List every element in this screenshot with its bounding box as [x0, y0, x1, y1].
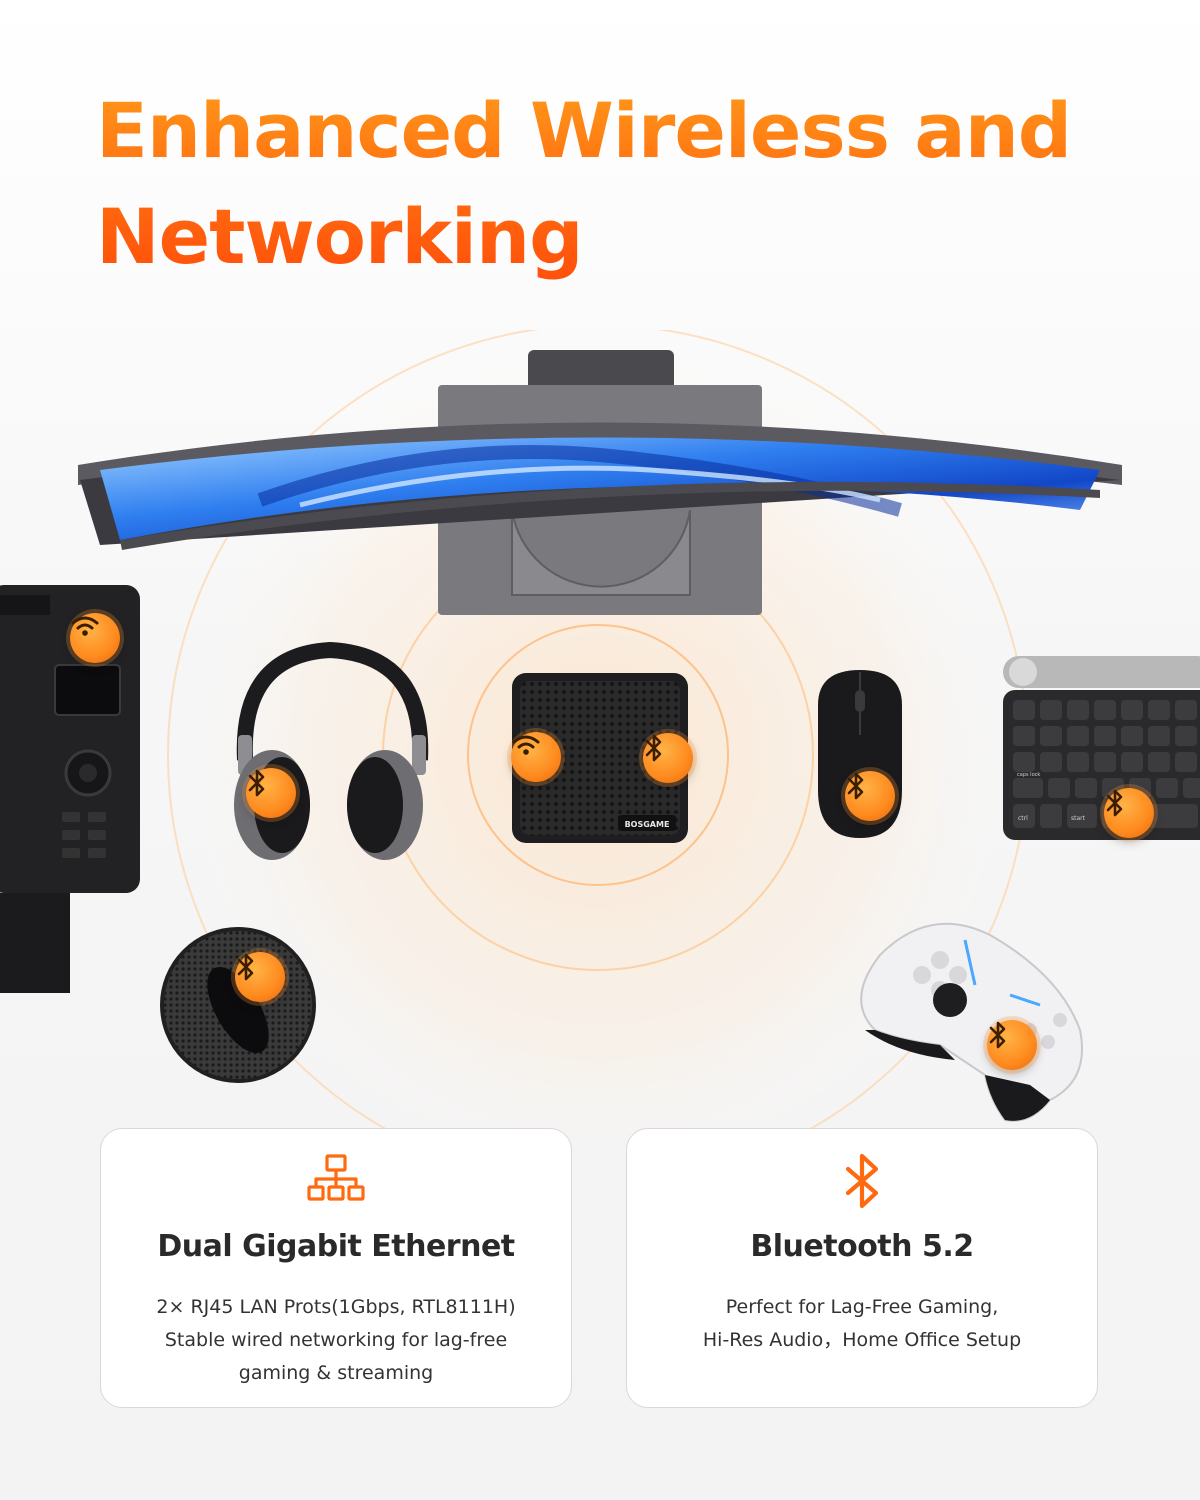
- game-controller: [860, 922, 1083, 1122]
- key-start: start: [1071, 815, 1086, 822]
- monitor: [78, 350, 1122, 615]
- bluetooth-card-line-2: Hi-Res Audio，Home Office Setup: [702, 1329, 1022, 1351]
- headphones-bluetooth-badge: [246, 768, 296, 818]
- key-caps-lock: caps lock: [1017, 772, 1040, 778]
- bluetooth-card-title: Bluetooth 5.2: [750, 1229, 974, 1264]
- ethernet-card-line-3: gaming & streaming: [238, 1362, 434, 1384]
- bluetooth-icon: [847, 772, 864, 800]
- mini-pc-brand: BOSGAME: [625, 820, 670, 829]
- keyboard: caps lock ctrl start: [1003, 656, 1200, 840]
- headline: Enhanced Wireless and Networking: [96, 78, 1096, 290]
- wifi-icon: [71, 616, 99, 636]
- bluetooth-icon: [1106, 789, 1123, 817]
- mouse-bluetooth-badge: [845, 771, 895, 821]
- desk-illustration: BOSGAME caps lock ctrl start: [0, 330, 1200, 1130]
- headline-line-1: Enhanced Wireless and: [96, 86, 1072, 175]
- ethernet-card-line-1: 2× RJ45 LAN Prots(1Gbps, RTL8111H): [156, 1296, 516, 1318]
- mini-pc: BOSGAME: [512, 673, 688, 843]
- bluetooth-card-body: Perfect for Lag-Free Gaming, Hi-Res Audi…: [647, 1291, 1077, 1357]
- wifi-icon: [512, 735, 540, 755]
- speaker-bluetooth-badge: [235, 952, 285, 1002]
- bluetooth-card: Bluetooth 5.2 Perfect for Lag-Free Gamin…: [626, 1128, 1098, 1408]
- ethernet-card: Dual Gigabit Ethernet 2× RJ45 LAN Prots(…: [100, 1128, 572, 1408]
- bluetooth-icon: [645, 734, 662, 762]
- keyboard-bluetooth-badge: [1104, 788, 1154, 838]
- mini-pc-bluetooth-badge: [643, 733, 693, 783]
- printer-wifi-badge: [70, 613, 120, 663]
- ethernet-card-line-2: Stable wired networking for lag-free: [164, 1329, 508, 1351]
- desk-scene: BOSGAME caps lock ctrl start: [0, 330, 1200, 1130]
- bluetooth-card-line-1: Perfect for Lag-Free Gaming,: [725, 1296, 999, 1318]
- bluetooth-icon: [845, 1153, 879, 1209]
- headline-line-2: Networking: [96, 192, 583, 281]
- key-ctrl: ctrl: [1018, 815, 1028, 822]
- bluetooth-icon: [248, 769, 265, 797]
- bluetooth-icon: [989, 1021, 1006, 1049]
- printer: [0, 585, 140, 993]
- controller-bluetooth-badge: [987, 1020, 1037, 1070]
- bluetooth-icon: [237, 953, 254, 981]
- ethernet-card-title: Dual Gigabit Ethernet: [157, 1229, 515, 1264]
- ethernet-card-body: 2× RJ45 LAN Prots(1Gbps, RTL8111H) Stabl…: [121, 1291, 551, 1390]
- mini-pc-wifi-badge: [511, 732, 561, 782]
- network-icon: [307, 1154, 365, 1201]
